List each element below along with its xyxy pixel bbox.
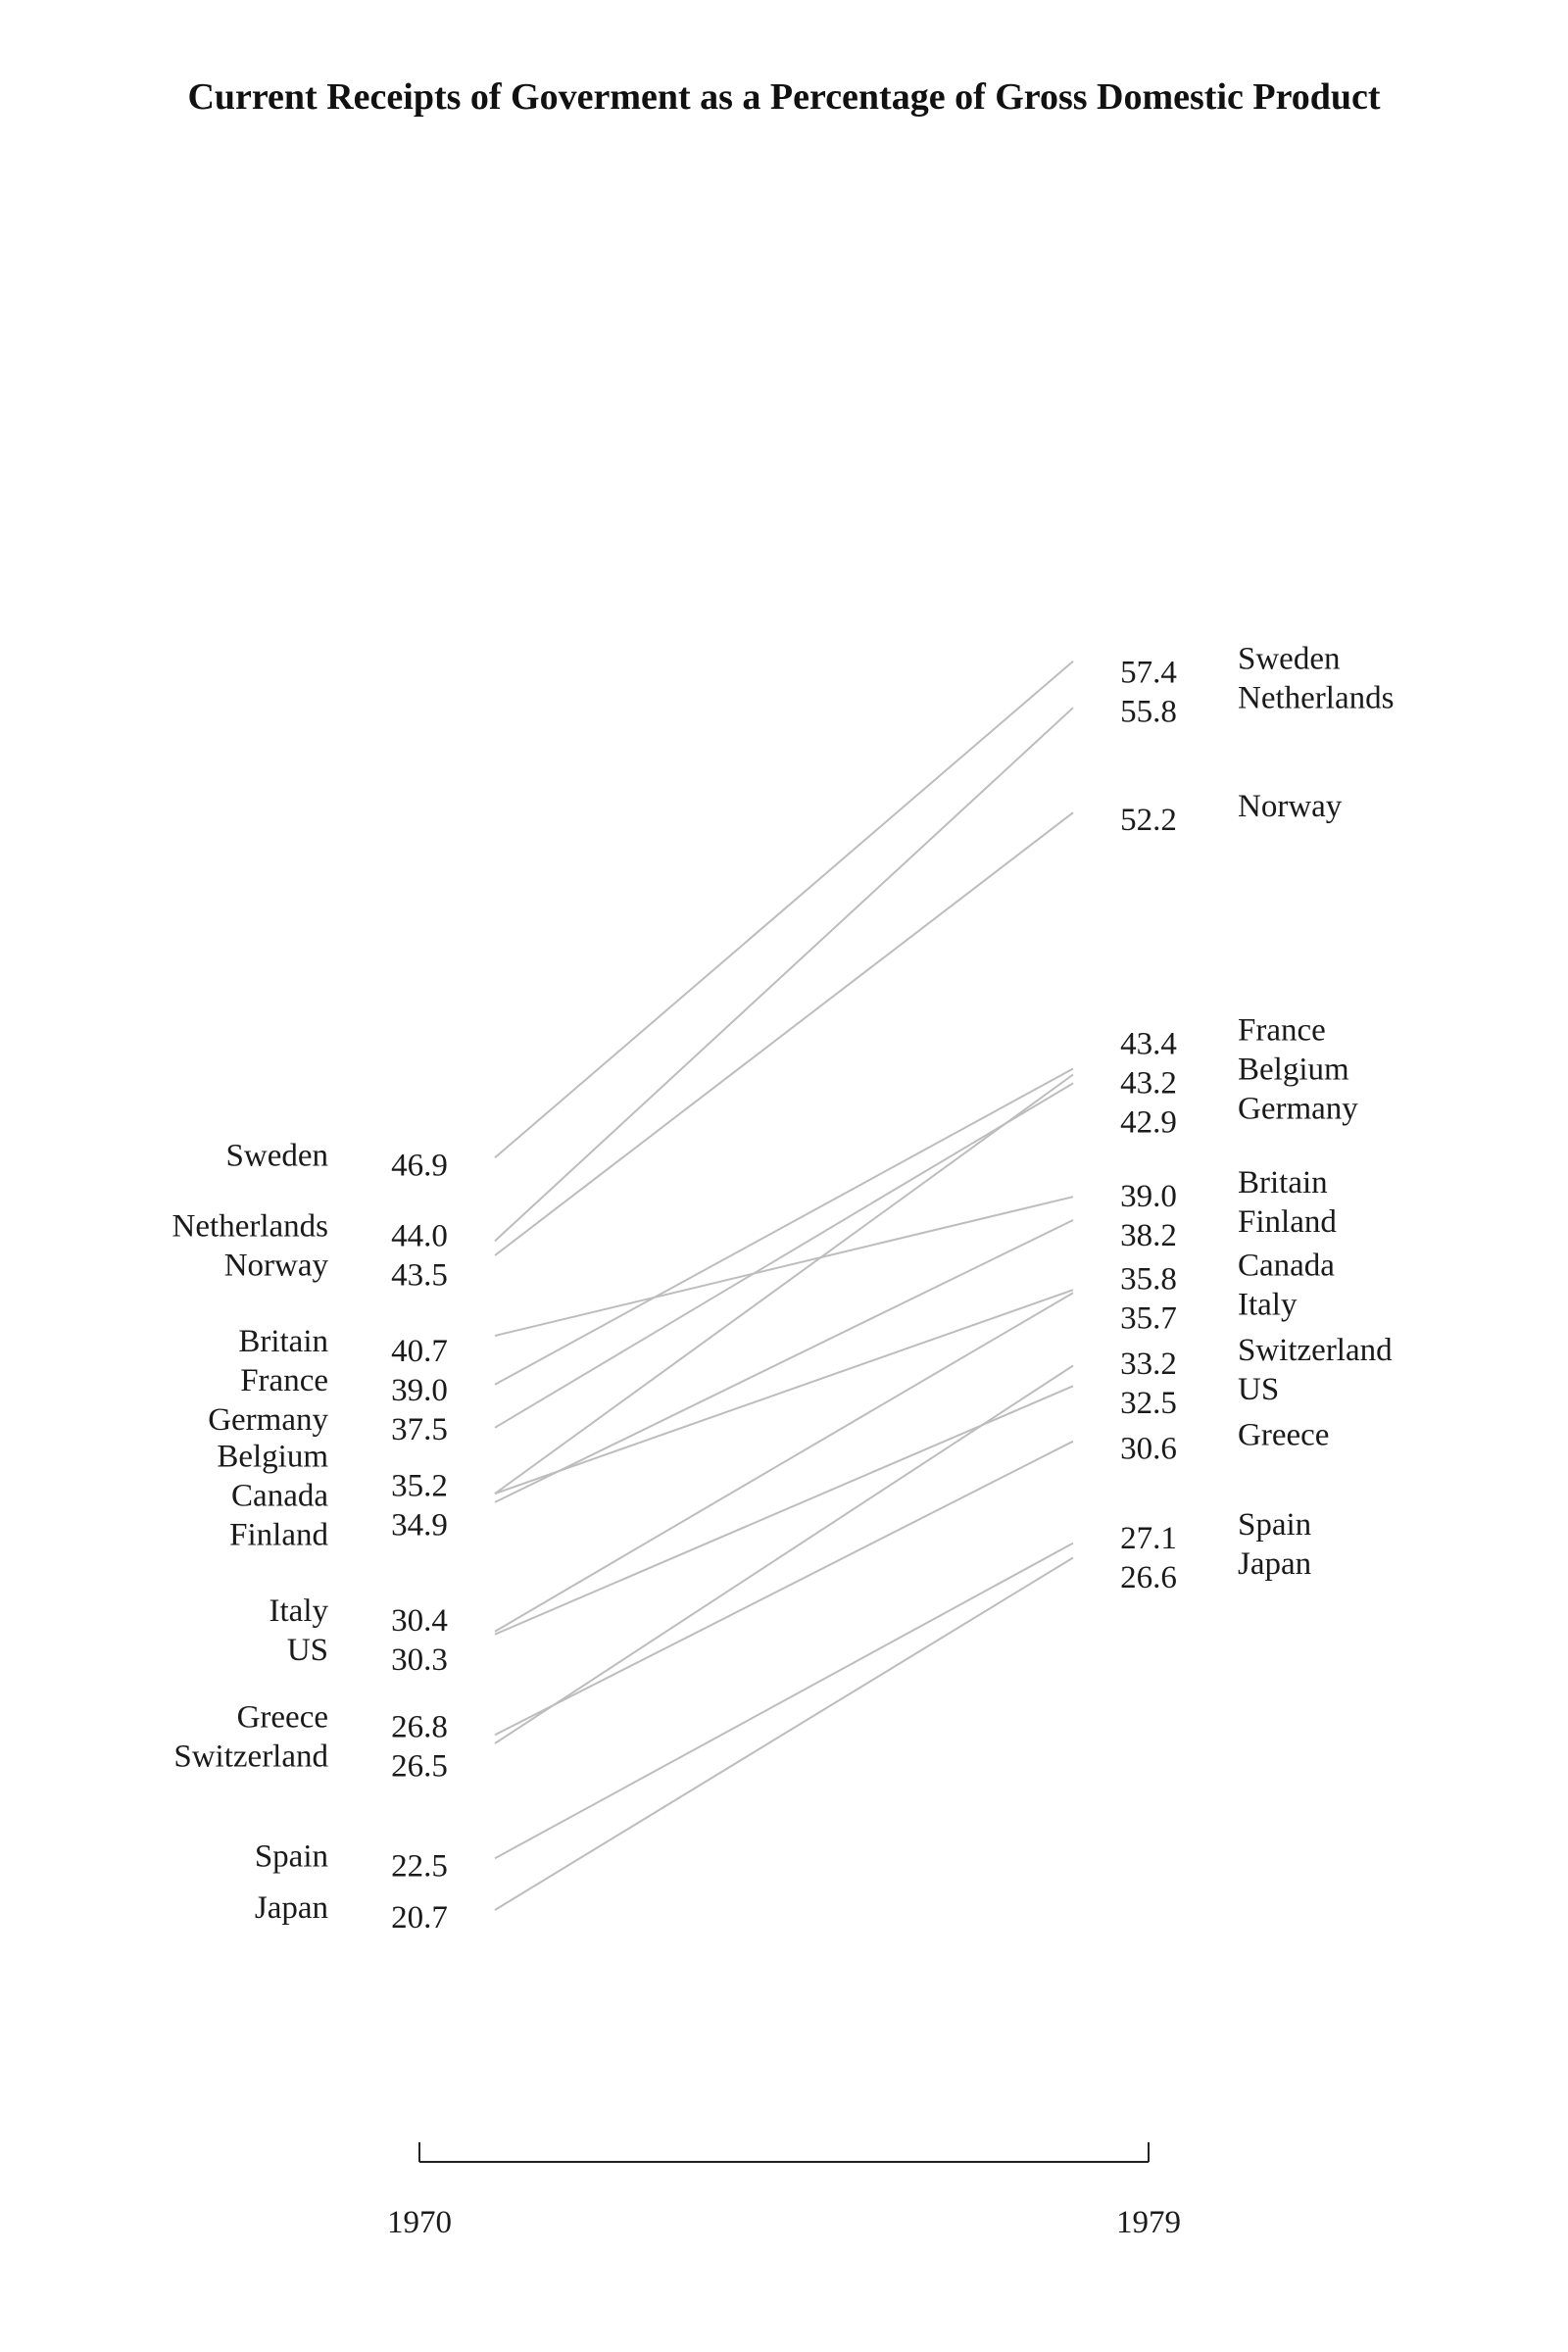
slope-line-britain <box>494 1196 1074 1337</box>
right-country-label-belgium: Belgium <box>1238 1053 1349 1088</box>
left-country-label-norway: Norway <box>224 1249 329 1284</box>
slope-line-spain <box>494 1542 1074 1860</box>
left-value-label: 43.5 <box>391 1258 448 1294</box>
axis-tick-label-1970: 1970 <box>387 2205 452 2240</box>
left-value-label: 44.0 <box>391 1219 448 1254</box>
right-value-label: 52.2 <box>1120 803 1177 838</box>
left-value-label: 30.3 <box>391 1642 448 1678</box>
left-country-label-britain: Britain <box>238 1324 328 1359</box>
left-value-label: 26.5 <box>391 1749 448 1785</box>
slope-line-us <box>494 1385 1074 1636</box>
right-value-label: 38.2 <box>1120 1218 1177 1253</box>
right-value-label: 33.2 <box>1120 1347 1177 1382</box>
slope-line-canada <box>494 1289 1074 1495</box>
right-value-label: 43.4 <box>1120 1027 1177 1062</box>
right-value-label: 43.2 <box>1120 1066 1177 1102</box>
slope-line-netherlands <box>494 707 1074 1243</box>
left-country-label-canada: Canada <box>231 1479 328 1514</box>
right-country-label-finland: Finland <box>1238 1204 1337 1240</box>
slope-line-italy <box>494 1292 1074 1633</box>
right-country-label-germany: Germany <box>1238 1092 1358 1127</box>
slope-line-finland <box>494 1219 1074 1503</box>
left-value-label: 37.5 <box>391 1412 448 1447</box>
right-country-label-italy: Italy <box>1238 1288 1298 1323</box>
left-country-label-japan: Japan <box>255 1890 328 1926</box>
left-country-label-finland: Finland <box>229 1518 328 1553</box>
slope-line-belgium <box>494 1073 1074 1494</box>
right-value-label: 26.6 <box>1120 1560 1177 1595</box>
left-country-label-france: France <box>240 1363 328 1398</box>
left-country-label-netherlands: Netherlands <box>172 1209 328 1245</box>
slope-line-sweden <box>494 660 1074 1159</box>
right-country-label-japan: Japan <box>1238 1546 1311 1582</box>
right-value-label: 57.4 <box>1120 656 1177 691</box>
right-country-label-us: US <box>1238 1372 1279 1407</box>
left-country-label-switzerland: Switzerland <box>173 1740 328 1775</box>
right-value-label: 35.8 <box>1120 1262 1177 1298</box>
time-axis: 1970 1979 <box>387 2142 1181 2240</box>
right-country-label-canada: Canada <box>1238 1249 1335 1284</box>
left-value-label: 40.7 <box>391 1334 448 1369</box>
right-country-label-spain: Spain <box>1238 1507 1311 1543</box>
slope-line-switzerland <box>494 1364 1074 1744</box>
right-value-label: 30.6 <box>1120 1432 1177 1467</box>
right-country-label-britain: Britain <box>1238 1165 1328 1200</box>
left-value-label: 46.9 <box>391 1148 448 1183</box>
slope-line-norway <box>494 811 1074 1256</box>
left-country-label-belgium: Belgium <box>217 1440 328 1475</box>
slope-line-japan <box>494 1556 1074 1911</box>
right-country-label-norway: Norway <box>1238 789 1343 824</box>
left-value-label: 22.5 <box>391 1848 448 1884</box>
right-country-label-greece: Greece <box>1238 1418 1329 1453</box>
left-country-label-us: US <box>287 1633 328 1668</box>
right-country-label-france: France <box>1238 1013 1326 1049</box>
right-value-label: 27.1 <box>1120 1521 1177 1556</box>
right-value-label: 39.0 <box>1120 1179 1177 1214</box>
left-value-label: 34.9 <box>391 1508 448 1544</box>
chart-title: Current Receipts of Goverment as a Perce… <box>187 76 1380 118</box>
slope-line-france <box>494 1067 1074 1386</box>
slope-lines <box>494 660 1074 1911</box>
right-country-label-switzerland: Switzerland <box>1238 1333 1393 1368</box>
left-value-label: 35.2 <box>391 1469 448 1504</box>
left-country-label-germany: Germany <box>208 1402 328 1438</box>
axis-tick-label-1979: 1979 <box>1116 2205 1181 2240</box>
right-value-label: 55.8 <box>1120 695 1177 730</box>
right-value-label: 42.9 <box>1120 1105 1177 1141</box>
slope-line-greece <box>494 1440 1074 1737</box>
left-country-label-sweden: Sweden <box>226 1138 328 1173</box>
right-country-label-sweden: Sweden <box>1238 642 1340 677</box>
left-value-label: 20.7 <box>391 1900 448 1936</box>
left-country-label-italy: Italy <box>270 1593 329 1629</box>
right-country-label-netherlands: Netherlands <box>1238 681 1394 716</box>
right-value-label: 35.7 <box>1120 1301 1177 1337</box>
left-value-label: 30.4 <box>391 1603 448 1639</box>
slope-line-germany <box>494 1082 1074 1429</box>
left-country-label-spain: Spain <box>255 1838 328 1874</box>
right-value-label: 32.5 <box>1120 1386 1177 1421</box>
left-country-label-greece: Greece <box>237 1700 328 1736</box>
left-value-label: 26.8 <box>391 1710 448 1745</box>
left-value-label: 39.0 <box>391 1373 448 1408</box>
